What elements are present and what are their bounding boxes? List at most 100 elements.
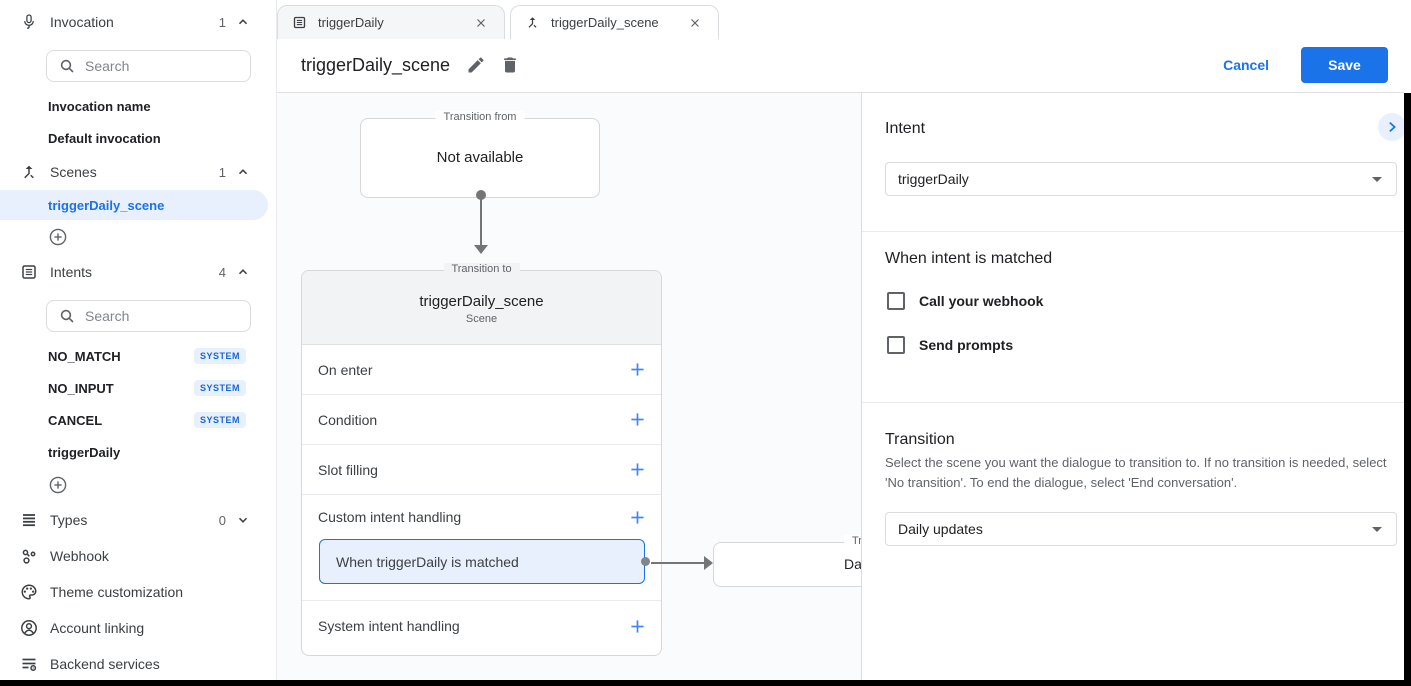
item-label: Default invocation (48, 130, 161, 146)
sidebar-item-default-invocation[interactable]: Default invocation (0, 122, 276, 154)
microphone-icon (20, 13, 38, 31)
connector-line (480, 199, 482, 245)
node-legend: Transition to (443, 263, 520, 275)
scene-node-type: Scene (465, 313, 498, 325)
sidebar-item-triggerdaily-scene-selected[interactable]: triggerDaily_scene (0, 190, 268, 220)
scene-canvas[interactable]: Transition from Not available Transition… (277, 93, 861, 680)
trash-icon (504, 57, 516, 73)
add-scene-button[interactable] (0, 220, 276, 254)
item-label: triggerDaily_scene (48, 197, 165, 213)
invocation-search (46, 50, 266, 82)
sidebar-section-scenes[interactable]: Scenes 1 (0, 154, 276, 190)
system-badge: SYSTEM (193, 412, 246, 428)
scene-node: Transition to triggerDaily_scene Scene O… (301, 263, 662, 656)
section-label: Types (50, 512, 88, 528)
collapse-panel-button[interactable] (1378, 113, 1404, 141)
save-button[interactable]: Save (1301, 47, 1388, 83)
sidebar-item-account-linking[interactable]: Account linking (0, 610, 276, 646)
add-icon[interactable] (630, 412, 645, 427)
scene-row-on-enter[interactable]: On enter (302, 345, 661, 395)
scenes-icon (525, 15, 540, 30)
arrow-down-icon (474, 245, 488, 254)
item-label: Invocation name (48, 98, 151, 114)
transition-description: Select the scene you want the dialogue t… (885, 455, 1387, 490)
checkbox-label: Send prompts (919, 337, 1014, 353)
checkbox-label: Call your webhook (919, 293, 1044, 309)
section-label: Invocation (50, 14, 114, 30)
connector-dot (641, 557, 650, 566)
scene-row-slot-filling[interactable]: Slot filling (302, 445, 661, 495)
workspace: Transition from Not available Transition… (277, 93, 1404, 680)
sidebar-item-no-input[interactable]: NO_INPUT SYSTEM (0, 372, 276, 404)
close-icon[interactable] (686, 14, 704, 32)
add-icon[interactable] (630, 362, 645, 377)
search-input[interactable] (85, 308, 266, 324)
search-input[interactable] (85, 58, 266, 74)
main-area: triggerDaily triggerDaily_scene triggerD… (277, 0, 1404, 680)
page-header: triggerDaily_scene Cancel Save (277, 38, 1404, 93)
custom-intent-label-row[interactable]: Custom intent handling (302, 495, 661, 539)
item-label: Account linking (50, 620, 145, 636)
scene-row-custom-intent-handling: Custom intent handling When triggerDaily… (302, 495, 661, 601)
tab-label: triggerDaily (318, 15, 384, 30)
tab-triggerdaily-scene[interactable]: triggerDaily_scene (510, 5, 719, 39)
target-node-title: Daily updates (844, 556, 861, 572)
call-webhook-checkbox-row[interactable]: Call your webhook (887, 292, 1043, 310)
transition-select[interactable]: Daily updates (885, 512, 1397, 546)
add-intent-button[interactable] (0, 468, 276, 502)
section-count: 1 (218, 14, 226, 30)
delete-button[interactable] (496, 51, 524, 79)
search-icon (59, 308, 75, 324)
sidebar-section-invocation[interactable]: Invocation 1 (0, 0, 276, 44)
connector-dot (476, 190, 486, 200)
sidebar-section-types[interactable]: Types 0 (0, 502, 276, 538)
intent-select[interactable]: triggerDaily (885, 162, 1397, 196)
dropdown-caret-icon (1372, 176, 1382, 182)
window-edge-bottom (0, 680, 1411, 686)
transition-target-node[interactable]: Transition to Daily updates (713, 535, 861, 587)
sidebar-item-triggerdaily[interactable]: triggerDaily (0, 436, 276, 468)
scene-row-condition[interactable]: Condition (302, 395, 661, 445)
checkbox-unchecked[interactable] (887, 292, 905, 310)
intent-select-value: triggerDaily (898, 171, 969, 187)
sidebar-section-intents[interactable]: Intents 4 (0, 254, 276, 290)
intent-editor-panel: Intent triggerDaily When intent is match… (861, 93, 1404, 680)
handler-label: When triggerDaily is matched (336, 553, 519, 570)
add-icon[interactable] (630, 510, 645, 525)
add-circle-icon (48, 227, 68, 247)
connector-line (651, 562, 704, 564)
add-icon[interactable] (630, 462, 645, 477)
transition-from-node: Transition from Not available (360, 111, 600, 198)
arrow-right-icon (704, 556, 713, 570)
divider (862, 231, 1404, 232)
item-label: CANCEL (48, 412, 103, 428)
cancel-button[interactable]: Cancel (1223, 57, 1269, 73)
tab-triggerdaily[interactable]: triggerDaily (277, 5, 505, 39)
chevron-down-icon (236, 513, 250, 527)
add-icon[interactable] (630, 619, 645, 634)
chevron-up-icon (236, 15, 250, 29)
palette-icon (20, 583, 38, 601)
scene-row-system-intent-handling[interactable]: System intent handling (302, 601, 661, 651)
sidebar-item-webhook[interactable]: Webhook (0, 538, 276, 574)
row-label: Custom intent handling (318, 509, 462, 525)
tab-bar: triggerDaily triggerDaily_scene (277, 0, 1404, 39)
scene-node-header: triggerDaily_scene Scene (302, 271, 661, 345)
node-legend: Transition from (435, 111, 525, 123)
sidebar-item-invocation-name[interactable]: Invocation name (0, 90, 276, 122)
edit-button[interactable] (462, 51, 490, 79)
intent-handler-item[interactable]: When triggerDaily is matched (319, 539, 650, 584)
close-icon[interactable] (472, 14, 490, 32)
account-circle-icon (20, 619, 38, 637)
when-intent-matched-heading: When intent is matched (885, 250, 1053, 267)
sidebar: Invocation 1 Invocation name Default inv… (0, 0, 277, 680)
dropdown-caret-icon (1372, 526, 1382, 532)
sidebar-item-backend-services[interactable]: Backend services (0, 646, 276, 680)
checkbox-unchecked[interactable] (887, 336, 905, 354)
sidebar-item-cancel[interactable]: CANCEL SYSTEM (0, 404, 276, 436)
sidebar-item-no-match[interactable]: NO_MATCH SYSTEM (0, 340, 276, 372)
send-prompts-checkbox-row[interactable]: Send prompts (887, 336, 1013, 354)
divider (862, 402, 1404, 403)
sidebar-item-theme-customization[interactable]: Theme customization (0, 574, 276, 610)
